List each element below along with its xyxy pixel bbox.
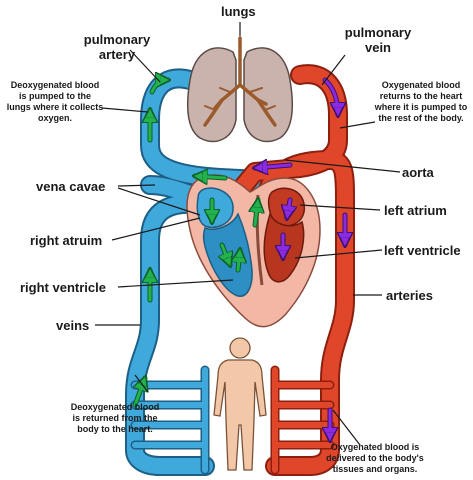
note-oxygenated-delivered: Oxygenated blood is delivered to the bod… <box>316 442 434 475</box>
label-arteries: arteries <box>386 288 433 303</box>
label-left-ventricle: left ventricle <box>384 243 461 258</box>
right-atrium-chamber <box>197 188 233 227</box>
label-left-atrium: left atrium <box>384 203 447 218</box>
human-body-figure <box>214 338 266 470</box>
label-pulmonary-artery: pulmonary artery <box>72 32 162 62</box>
note-deoxygenated-to-lungs: Deoxygenated blood is pumped to the lung… <box>6 80 104 124</box>
label-vena-cavae: vena cavae <box>36 179 105 194</box>
label-lungs: lungs <box>221 4 256 19</box>
label-right-atrium: right atruim <box>30 233 102 248</box>
label-right-ventricle: right ventricle <box>20 280 106 295</box>
heart-organ <box>187 175 320 327</box>
note-oxygenated-returns: Oxygenated blood returns to the heart wh… <box>372 80 470 124</box>
label-pulmonary-vein: pulmonary vein <box>338 25 418 55</box>
label-aorta: aorta <box>402 165 434 180</box>
label-veins: veins <box>56 318 89 333</box>
lungs-organ <box>188 38 293 141</box>
note-deoxygenated-returned: Deoxygenated blood is returned from the … <box>70 402 160 435</box>
